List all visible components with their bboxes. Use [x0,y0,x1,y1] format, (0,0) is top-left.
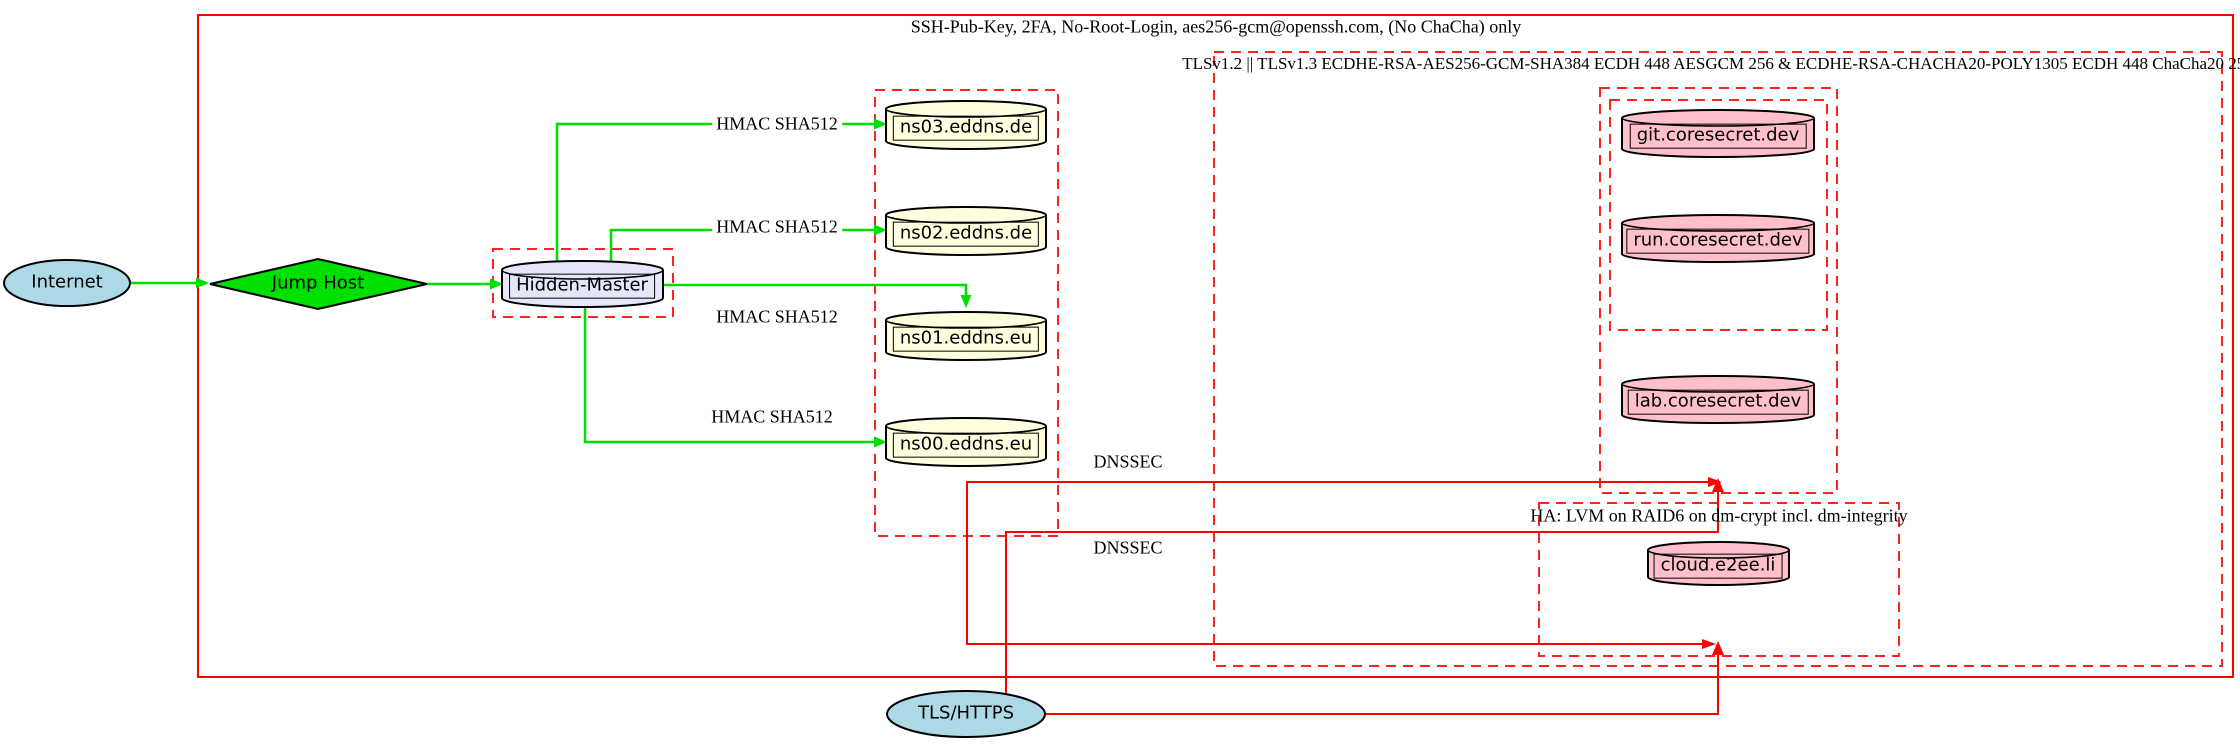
ns00-node-label: ns00.eddns.eu [892,432,1040,458]
edge-hiddenmaster-ns03 [555,122,874,262]
jump-host-node-shape [209,257,428,311]
arrowhead-ns02 [874,224,887,236]
arrowhead-tls-coresecret [1712,478,1724,492]
ns01-node-shape [885,311,1047,361]
arrowhead-internet-jumphost [196,277,209,289]
ssh-cluster-label: SSH-Pub-Key, 2FA, No-Root-Login, aes256-… [910,16,1522,37]
ns03-node-shape [885,100,1047,150]
lab-node-label: lab.coresecret.dev [1627,389,1809,415]
edge-tls-to-coresecret-line [1005,492,1719,697]
cloud-node-shape [1647,541,1790,586]
ha-cluster-label: HA: LVM on RAID6 on dm-crypt incl. dm-in… [1530,505,1908,526]
run-node-shape [1621,214,1815,263]
arrowhead-ns03 [874,118,887,130]
cloud-node-label: cloud.e2ee.li [1653,553,1783,579]
edge-hiddenmaster-ns00 [583,306,874,444]
tls-https-node-label: TLS/HTTPS [917,702,1015,724]
ns03-node-label: ns03.eddns.de [892,115,1040,141]
ns02-node-shape [885,206,1047,256]
arrowhead-tls-cloud [1712,641,1724,655]
edge-label-hmac-ns02: HMAC SHA512 [712,216,842,238]
edge-label-hmac-ns00: HMAC SHA512 [711,406,833,427]
arrowhead-jumphost-hiddenmaster [490,278,503,290]
run-node-label: run.coresecret.dev [1626,228,1810,254]
tls-https-node-shape [886,690,1046,738]
tls-cluster-label: TLSv1.2 || TLSv1.3 ECDHE-RSA-AES256-GCM-… [1182,54,2240,74]
edge-label-dnssec-2: DNSSEC [1093,537,1163,558]
git-node-label: git.coresecret.dev [1629,123,1807,149]
internet-node-shape [3,259,131,307]
hidden-master-node-label: Hidden-Master [509,273,655,299]
edge-hiddenmaster-ns01 [664,283,968,295]
ns02-node-label: ns02.eddns.de [892,221,1040,247]
arrowhead-ns01 [960,295,972,308]
git-node-shape [1621,109,1815,158]
edge-label-dnssec-1: DNSSEC [1093,451,1163,472]
arrowhead-dnssec-ha [1702,639,1716,649]
gitrun-cluster-box [1609,99,1828,331]
internet-node-label: Internet [31,271,103,293]
edge-tls-to-cloud-line [1045,655,1719,715]
arrowhead-ns00 [874,436,887,448]
edge-label-hmac-ns01: HMAC SHA512 [716,306,838,327]
lab-node-shape [1621,375,1815,424]
ns00-node-shape [885,417,1047,467]
arrowhead-dnssec-coresecret [1708,477,1722,487]
edge-dnssec-line-1 [966,481,1709,645]
edge-label-hmac-ns03: HMAC SHA512 [712,113,842,135]
ns01-node-label: ns01.eddns.eu [892,326,1040,352]
ssh-cluster-box [197,14,2234,678]
jump-host-node-label: Jump Host [271,272,365,294]
